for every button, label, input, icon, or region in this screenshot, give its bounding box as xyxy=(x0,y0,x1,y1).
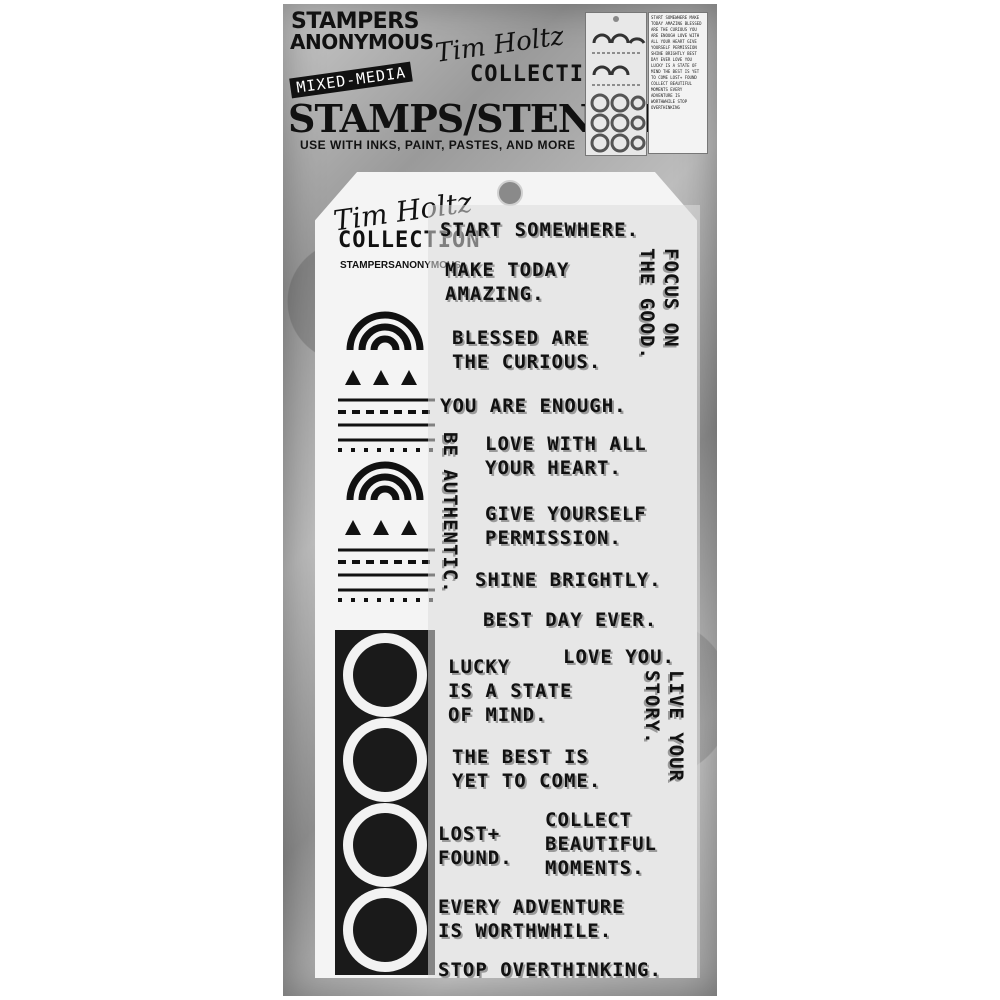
clear-stamp-sheet xyxy=(428,205,700,978)
phrase-collect-beautiful-moments: COLLECT BEAUTIFUL MOMENTS. xyxy=(545,809,657,879)
phrase-the-best-is-yet-to-come: THE BEST IS YET TO COME. xyxy=(452,746,602,792)
phrase-blessed-are-the-curious: BLESSED ARE THE CURIOUS. xyxy=(452,327,602,373)
brand-line-2: ANONYMOUS xyxy=(290,30,434,54)
stamp-thumbnail: START SOMEWHERE MAKE TODAY AMAZING BLESS… xyxy=(648,12,708,154)
phrase-stop-overthinking: STOP OVERTHINKING. xyxy=(438,959,662,981)
stencil-pattern xyxy=(335,311,435,975)
phrase-best-day-ever: BEST DAY EVER. xyxy=(483,609,658,631)
phrase-be-authentic: BE AUTHENTIC. xyxy=(439,432,461,594)
phrase-lost-found: LOST+ FOUND. xyxy=(438,823,513,869)
phrase-love-you: LOVE YOU. xyxy=(563,646,675,668)
phrase-lucky-is-a-state-of-mind: LUCKY IS A STATE OF MIND. xyxy=(448,656,573,726)
tag-website-label: STAMPERSANONYMOUS xyxy=(340,260,461,271)
phrase-live-your-story: LIVE YOUR STORY. xyxy=(641,670,687,782)
phrase-start-somewhere: START SOMEWHERE. xyxy=(440,219,640,241)
phrase-love-with-all-your-heart: LOVE WITH ALL YOUR HEART. xyxy=(485,433,647,479)
phrase-give-yourself-permission: GIVE YOURSELF PERMISSION. xyxy=(485,503,647,549)
phrase-focus-on-the-good: FOCUS ON THE GOOD. xyxy=(636,248,682,360)
stencil-thumbnail xyxy=(585,12,647,156)
tag-hole xyxy=(497,180,523,206)
brand-line-1: STAMPERS xyxy=(291,9,420,34)
phrase-make-today-amazing: MAKE TODAY AMAZING. xyxy=(445,259,570,305)
usage-tagline: USE WITH INKS, PAINT, PASTES, AND MORE xyxy=(300,138,576,152)
phrase-you-are-enough: YOU ARE ENOUGH. xyxy=(440,395,627,417)
stencil-thumbnail-art xyxy=(590,16,646,153)
phrase-every-adventure-is-worthwhile: EVERY ADVENTURE IS WORTHWHILE. xyxy=(438,896,625,942)
brand-logo: STAMPERS ANONYMOUS xyxy=(290,9,434,54)
phrase-shine-brightly: SHINE BRIGHTLY. xyxy=(475,569,662,591)
